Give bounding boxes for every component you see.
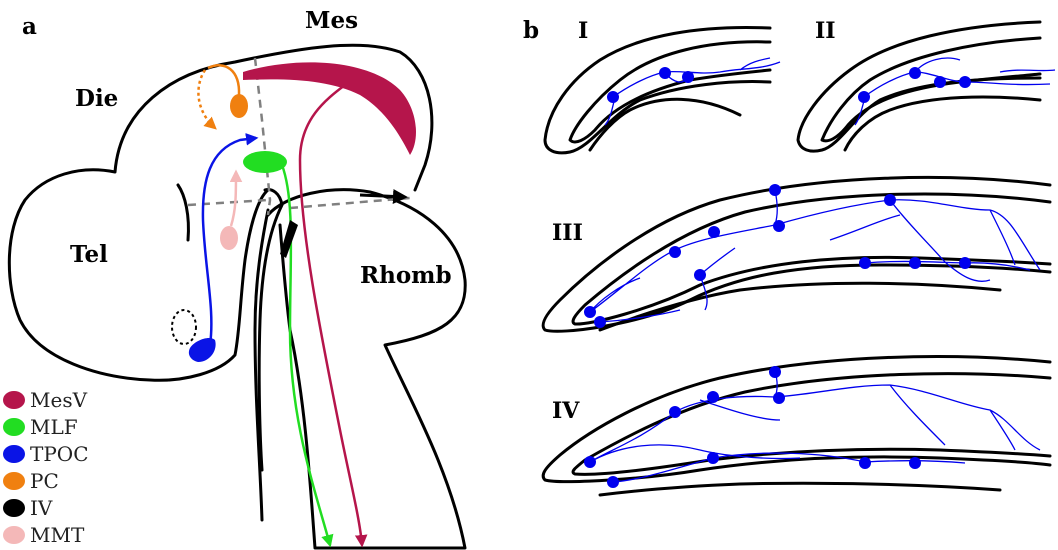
stage-outline-lower: [600, 283, 1000, 330]
legend-item-pc: PC: [3, 469, 59, 493]
panel-b-stages: b I II III: [523, 17, 1055, 495]
legend: MesV MLF TPOC PC IV MMT: [3, 388, 89, 547]
tel-inner-fold: [178, 185, 188, 240]
iv-nucleus: [280, 220, 298, 258]
neuron-cell: [707, 452, 719, 464]
neuron-cell: [773, 392, 785, 404]
legend-swatch: [3, 445, 25, 463]
legend-swatch: [3, 499, 25, 517]
legend-item-mesv: MesV: [3, 388, 88, 412]
stage-axons: [590, 370, 1040, 482]
stage-ii: II: [798, 18, 1055, 151]
legend-item-iv: IV: [3, 496, 53, 520]
neuron-cell: [773, 220, 785, 232]
legend-item-tpoc: TPOC: [3, 442, 89, 466]
neuron-cell: [934, 76, 946, 88]
legend-label: MLF: [30, 415, 78, 439]
region-label-tel: Tel: [70, 241, 108, 268]
neuron-cell: [858, 91, 870, 103]
neuron-cell: [584, 306, 596, 318]
boundary-mes-rhomb: [290, 198, 410, 208]
mmt-nucleus: [220, 226, 238, 250]
neuron-cell: [769, 366, 781, 378]
neuron-cell: [607, 91, 619, 103]
neuron-cell: [669, 246, 681, 258]
legend-swatch: [3, 472, 25, 490]
stage-axons: [855, 58, 1055, 125]
stage-outline-inner: [822, 38, 1040, 141]
isthmus-arrow: [360, 195, 405, 197]
pc-axon-dotted: [198, 70, 215, 128]
stage-outline: [543, 177, 1050, 331]
legend-label: PC: [30, 469, 59, 493]
tpoc-dotted-region: [172, 310, 196, 344]
neuron-cell: [594, 316, 606, 328]
neuron-cell: [707, 391, 719, 403]
boundary-tel-die: [188, 200, 268, 205]
neuron-cell: [669, 406, 681, 418]
neuron-cell: [859, 457, 871, 469]
legend-label: MesV: [30, 388, 88, 412]
stage-i: I: [545, 18, 780, 153]
neuron-cell: [909, 67, 921, 79]
stage-label: IV: [552, 398, 580, 424]
neuron-cell: [659, 67, 671, 79]
mmt-axon: [231, 172, 236, 226]
neuron-cell: [584, 456, 596, 468]
mlf-axon: [282, 165, 330, 545]
mesv-nucleus: [243, 62, 416, 155]
region-label-rhomb: Rhomb: [360, 262, 452, 289]
stage-iii: III: [543, 177, 1050, 331]
neuron-cell: [859, 257, 871, 269]
stage-label: I: [578, 18, 588, 44]
neuron-cell: [959, 76, 971, 88]
pc-nucleus: [230, 94, 248, 118]
stage-label: II: [815, 18, 836, 44]
pc-axon-solid: [208, 65, 239, 95]
legend-item-mlf: MLF: [3, 415, 78, 439]
stage-label: III: [552, 220, 583, 246]
legend-label: MMT: [30, 523, 85, 547]
neuron-cell: [884, 194, 896, 206]
neuron-cell: [694, 269, 706, 281]
legend-label: IV: [30, 496, 53, 520]
legend-swatch: [3, 391, 25, 409]
neuron-cell: [909, 457, 921, 469]
neuron-cell: [769, 184, 781, 196]
neuron-cell: [682, 71, 694, 83]
stage-outline-lower: [600, 483, 1000, 495]
legend-item-mmt: MMT: [3, 523, 85, 547]
stage-outline-inner: [573, 194, 1050, 324]
panel-label-b: b: [523, 17, 539, 44]
panel-a-brain-diagram: a Mes Die Tel Rhomb: [9, 7, 465, 548]
mlf-nucleus: [243, 151, 287, 173]
legend-swatch: [3, 418, 25, 436]
region-label-mes: Mes: [305, 7, 358, 34]
stage-axons: [605, 58, 780, 125]
stage-iv: IV: [543, 357, 1050, 495]
neuron-cell: [909, 257, 921, 269]
panel-label-a: a: [22, 13, 37, 40]
neuron-cell: [607, 476, 619, 488]
legend-swatch: [3, 526, 25, 544]
neuron-cell: [708, 226, 720, 238]
region-label-die: Die: [75, 85, 118, 112]
legend-label: TPOC: [30, 442, 89, 466]
neuron-cell: [959, 257, 971, 269]
